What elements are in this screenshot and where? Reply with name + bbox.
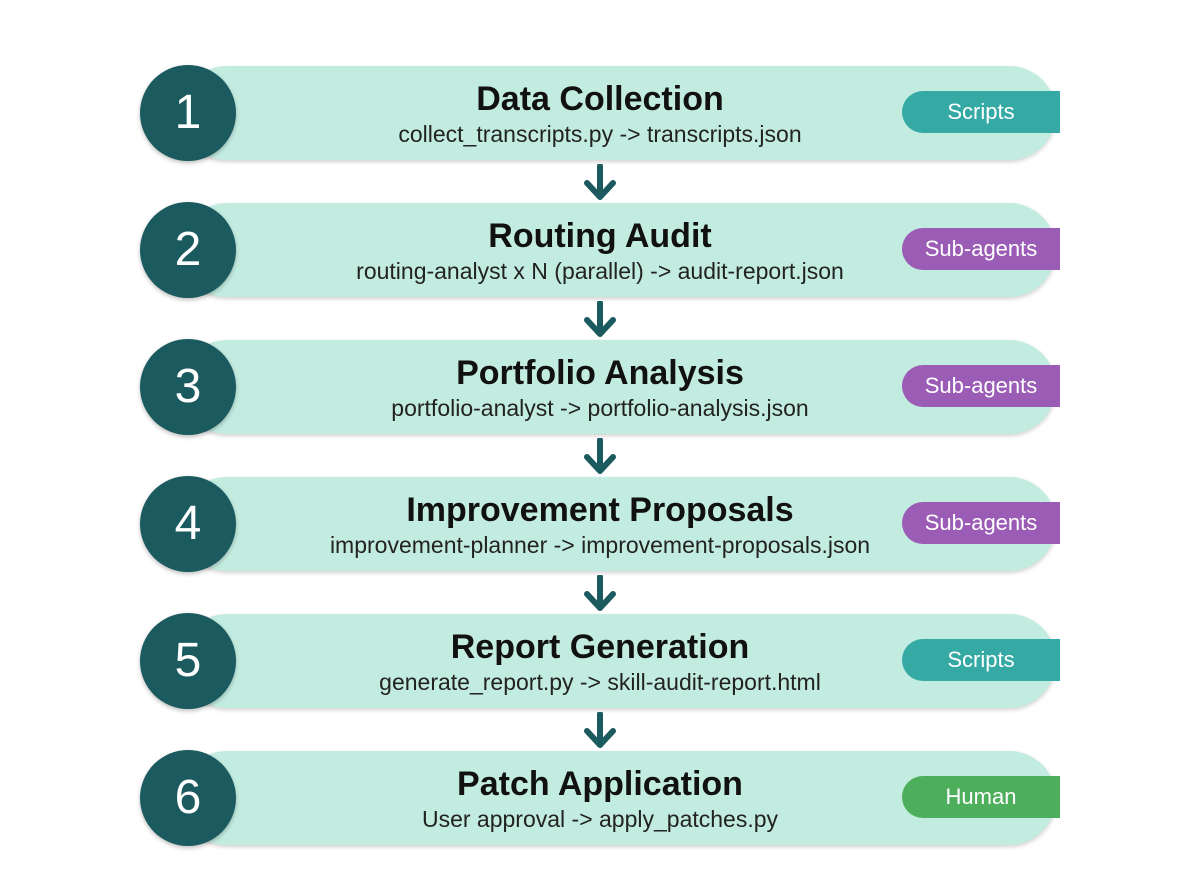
step-detail: generate_report.py -> skill-audit-report… <box>379 669 821 695</box>
down-arrow-icon <box>584 438 616 474</box>
step-detail: portfolio-analyst -> portfolio-analysis.… <box>391 395 809 421</box>
step-4: 4 Improvement Proposals improvement-plan… <box>140 476 1060 572</box>
step-badge: Sub-agents <box>902 228 1060 270</box>
step-number: 6 <box>140 750 236 846</box>
step-detail: routing-analyst x N (parallel) -> audit-… <box>356 258 844 284</box>
step-badge: Scripts <box>902 91 1060 133</box>
down-arrow-icon <box>584 164 616 200</box>
step-badge: Sub-agents <box>902 365 1060 407</box>
step-title: Patch Application <box>457 765 743 803</box>
step-number: 5 <box>140 613 236 709</box>
step-detail: User approval -> apply_patches.py <box>421 806 779 832</box>
step-6: 6 Patch Application User approval -> app… <box>140 750 1060 846</box>
step-badge: Sub-agents <box>902 502 1060 544</box>
step-number: 4 <box>140 476 236 572</box>
down-arrow-icon <box>584 712 616 748</box>
step-title: Improvement Proposals <box>406 491 794 529</box>
step-1: 1 Data Collection collect_transcripts.py… <box>140 65 1060 161</box>
step-number: 3 <box>140 339 236 435</box>
step-3: 3 Portfolio Analysis portfolio-analyst -… <box>140 339 1060 435</box>
step-badge: Scripts <box>902 639 1060 681</box>
down-arrow-icon <box>584 301 616 337</box>
step-detail: improvement-planner -> improvement-propo… <box>329 532 871 558</box>
step-number: 1 <box>140 65 236 161</box>
down-arrow-icon <box>584 575 616 611</box>
step-badge: Human <box>902 776 1060 818</box>
step-title: Portfolio Analysis <box>456 354 744 392</box>
step-title: Routing Audit <box>488 217 712 255</box>
step-number: 2 <box>140 202 236 298</box>
step-title: Data Collection <box>476 80 724 118</box>
step-detail: collect_transcripts.py -> transcripts.js… <box>398 121 802 147</box>
step-title: Report Generation <box>450 628 750 666</box>
step-2: 2 Routing Audit routing-analyst x N (par… <box>140 202 1060 298</box>
step-5: 5 Report Generation generate_report.py -… <box>140 613 1060 709</box>
